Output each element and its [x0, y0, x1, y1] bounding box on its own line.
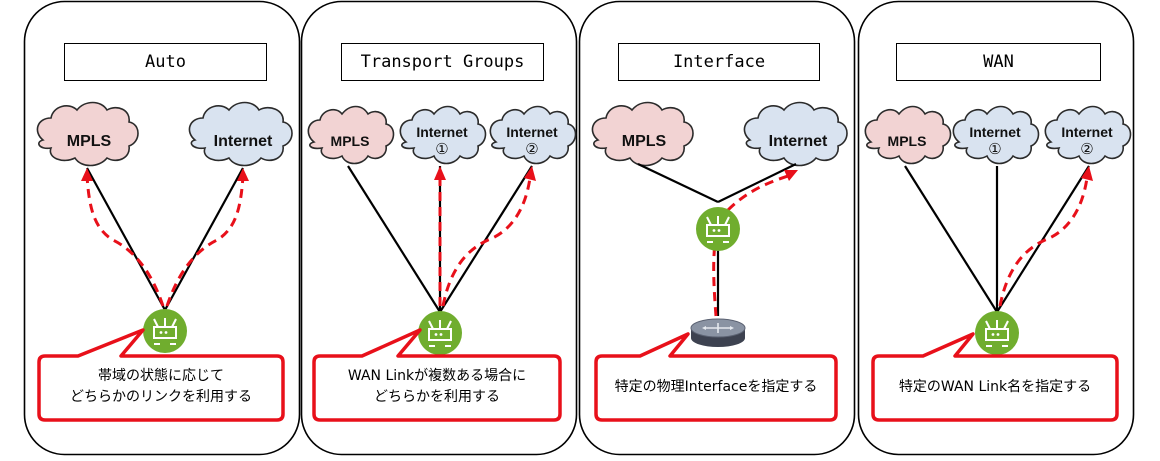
- arrowheads: [81, 168, 249, 181]
- internet-cloud-2: [1044, 105, 1132, 165]
- cloud-label-internet-1: Internet ①: [404, 124, 480, 158]
- traffic-path: [712, 174, 789, 317]
- panel-wan: WAN MPLS Internet ① Internet ② 特定のWAN Li…: [857, 0, 1135, 456]
- cloud-label-internet-2-number: ②: [1080, 141, 1094, 158]
- internet-cloud: [743, 101, 848, 167]
- sd-wan-edge-icon: [143, 309, 187, 353]
- callout-text: 特定の物理Interfaceを指定する: [598, 377, 834, 398]
- sd-wan-edge-icon: [975, 311, 1019, 355]
- cloud-label-internet-2: Internet ②: [494, 124, 570, 158]
- cloud-label-internet-2-name: Internet: [506, 124, 558, 140]
- internet-cloud-1: [952, 105, 1040, 165]
- mpls-cloud: [36, 101, 139, 167]
- mpls-cloud: [591, 101, 694, 167]
- callout-line-1: 帯域の状態に応じて: [98, 368, 224, 384]
- cloud-label-mpls: MPLS: [887, 133, 927, 149]
- cloud-label-internet-2-number: ②: [525, 141, 539, 158]
- cloud-label-internet: Internet: [768, 133, 828, 150]
- panel-auto: Auto MPLS Internet 帯域の状態に応じて どちらかのリンクを利用…: [23, 0, 301, 456]
- arrowheads: [784, 170, 798, 181]
- cloud-label-internet-1-name: Internet: [969, 124, 1021, 140]
- internet-cloud: [188, 101, 293, 167]
- panel-title: Auto: [64, 43, 267, 81]
- cloud-label-mpls: MPLS: [621, 133, 667, 150]
- panel-transport-groups: Transport Groups MPLS Internet ① Interne…: [300, 0, 578, 456]
- callout-line-2: どちらかを利用する: [374, 389, 500, 405]
- links: [904, 165, 1090, 313]
- cloud-label-internet-2-name: Internet: [1061, 124, 1113, 140]
- callout-text: WAN Linkが複数ある場合に どちらかを利用する: [316, 366, 558, 408]
- traffic-path: [998, 177, 1089, 307]
- callout-text: 特定のWAN Link名を指定する: [875, 377, 1115, 398]
- callout-line-1: 特定のWAN Link名を指定する: [898, 379, 1092, 395]
- cloud-label-internet-1: Internet ①: [957, 124, 1033, 158]
- cloud-label-internet-1-number: ①: [435, 141, 449, 158]
- callout-line-1: WAN Linkが複数ある場合に: [347, 368, 527, 384]
- sd-wan-edge-icon: [696, 207, 740, 251]
- cloud-label-internet-2: Internet ②: [1049, 124, 1125, 158]
- mpls-cloud: [864, 105, 952, 165]
- sd-wan-edge-icon: [418, 311, 462, 355]
- callout-box: [871, 332, 1119, 422]
- mpls-cloud: [307, 105, 395, 165]
- cloud-label-internet-1-number: ①: [988, 141, 1002, 158]
- panel-title: WAN: [896, 43, 1101, 81]
- internet-cloud-2: [489, 105, 577, 165]
- router-icon: [690, 318, 746, 347]
- arrowheads: [434, 166, 536, 181]
- callout-box: [312, 328, 562, 422]
- callout-line-2: どちらかのリンクを利用する: [70, 389, 252, 405]
- callout-box: [37, 328, 285, 422]
- traffic-path: [438, 177, 532, 307]
- arrowheads: [1081, 166, 1093, 181]
- panel-title: Interface: [618, 43, 820, 81]
- cloud-label-internet: Internet: [213, 133, 273, 150]
- panel-interface: Interface MPLS Internet 特定の物理Interfaceを指…: [578, 0, 856, 456]
- cloud-label-mpls: MPLS: [330, 133, 370, 149]
- callout-line-1: 特定の物理Interfaceを指定する: [614, 379, 818, 395]
- callout-text: 帯域の状態に応じて どちらかのリンクを利用する: [41, 366, 281, 408]
- cloud-label-internet-1-name: Internet: [416, 124, 468, 140]
- internet-cloud-1: [399, 105, 487, 165]
- panel-title: Transport Groups: [341, 43, 544, 81]
- callout-box: [594, 332, 838, 422]
- cloud-label-mpls: MPLS: [66, 133, 112, 150]
- links: [86, 167, 244, 311]
